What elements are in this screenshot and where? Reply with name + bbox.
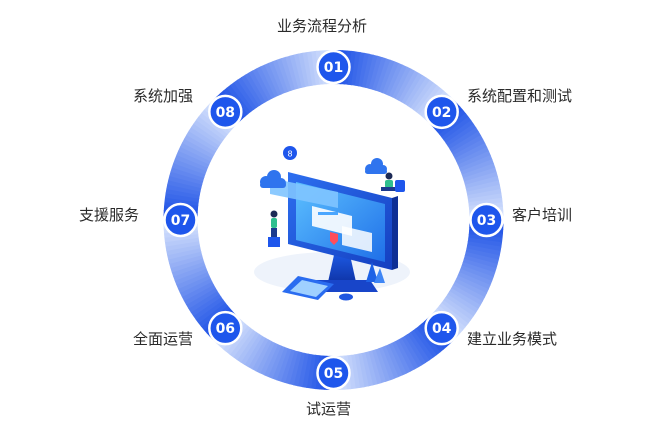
step-label-08: 系统加强 xyxy=(133,87,194,105)
computer-illustration xyxy=(254,146,410,301)
step-number-01: 01 xyxy=(324,60,343,76)
step-number-07: 07 xyxy=(171,213,190,229)
step-node-06: 06 xyxy=(208,310,243,346)
step-label-04: 建立业务模式 xyxy=(467,330,558,348)
step-number-08: 08 xyxy=(216,105,235,121)
step-label-07: 支援服务 xyxy=(79,206,140,224)
step-node-07: 07 xyxy=(163,202,198,238)
step-number-04: 04 xyxy=(432,321,452,337)
step-label-03: 客户培训 xyxy=(512,206,573,224)
step-node-08: 08 xyxy=(208,94,243,130)
step-nodes: 01 02 03 04 05 06 07 08 xyxy=(163,49,504,391)
step-node-03: 03 xyxy=(469,202,504,238)
step-node-01: 01 xyxy=(316,49,351,85)
step-label-05: 试运营 xyxy=(306,400,352,418)
step-number-06: 06 xyxy=(216,321,235,337)
step-node-04: 04 xyxy=(424,310,459,346)
step-label-06: 全面运营 xyxy=(133,330,194,348)
step-node-05: 05 xyxy=(316,355,351,391)
step-label-01: 业务流程分析 xyxy=(277,17,368,35)
step-number-03: 03 xyxy=(477,213,496,229)
step-number-05: 05 xyxy=(324,366,343,382)
step-node-02: 02 xyxy=(424,94,459,130)
step-label-02: 系统配置和测试 xyxy=(467,87,573,105)
coin-badge-text: 8 xyxy=(287,150,292,159)
step-number-02: 02 xyxy=(432,105,451,121)
